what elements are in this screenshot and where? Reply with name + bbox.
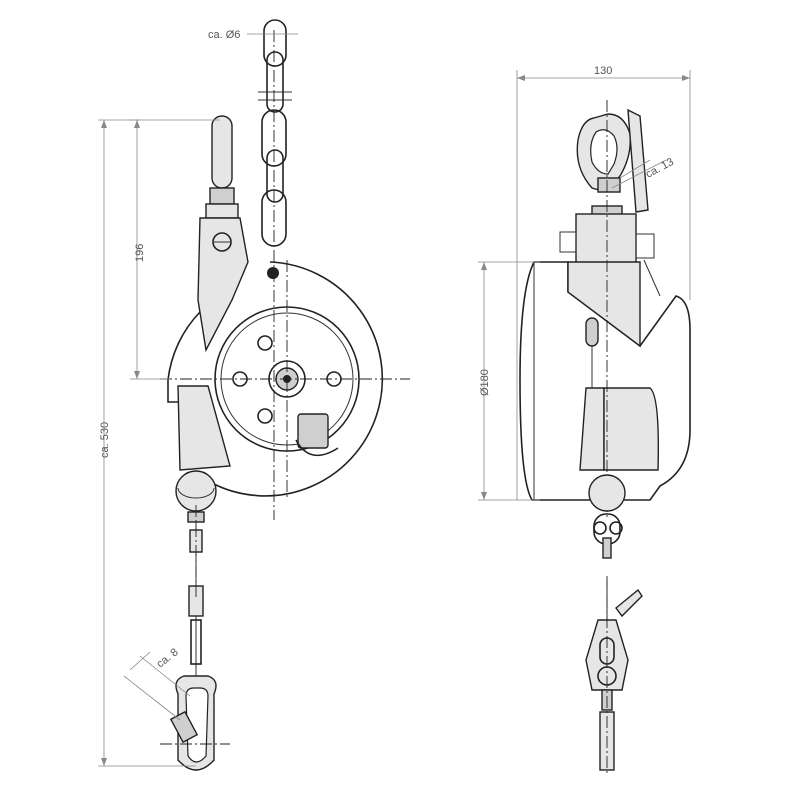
dim-drum-diameter: Ø180	[479, 369, 491, 396]
dimension-lines	[98, 33, 691, 767]
lower-housing-block	[177, 385, 231, 471]
top-swivel-hook	[576, 108, 649, 221]
swivel-bracket	[575, 213, 637, 265]
dim-hook-opening-top: ca. 13	[644, 156, 676, 181]
safety-chain	[258, 19, 292, 279]
bottom-snap-hook	[169, 675, 217, 771]
top-suspension-eye	[205, 115, 239, 219]
bracket-bolt	[212, 232, 232, 252]
dim-total-length: ca. 530	[99, 422, 111, 458]
housing-side	[519, 261, 691, 501]
dim-chain-diameter: ca. Ø6	[208, 29, 240, 41]
dim-hook-opening-bottom: ca. 8	[154, 646, 180, 670]
dim-upper-height: 196	[134, 244, 146, 262]
side-view	[519, 100, 691, 776]
front-view	[160, 19, 410, 771]
dim-width-side: 130	[594, 65, 612, 77]
housing-bracket	[197, 217, 249, 353]
side-cable-stop-ball	[588, 474, 626, 512]
side-bottom-hook	[585, 580, 643, 771]
